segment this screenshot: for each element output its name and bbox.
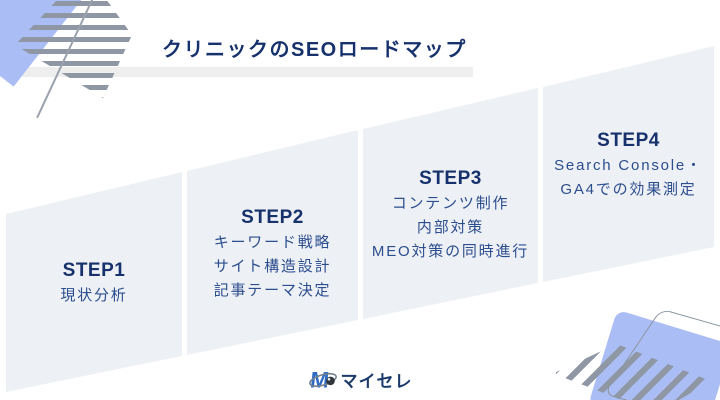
step-2-line-3: 記事テーマ決定 xyxy=(213,282,332,299)
step-3-line-1: コンテンツ制作 xyxy=(391,195,510,212)
brand-name: マイセレ xyxy=(340,371,413,391)
step-2-line-2: サイト構造設計 xyxy=(213,258,332,275)
step-3-line-3: MEO対策の同時進行 xyxy=(371,243,530,260)
step-2-label: STEP2 xyxy=(241,207,304,228)
brand-logo: M マイセレ xyxy=(0,364,720,394)
step-4-label: STEP4 xyxy=(597,130,660,151)
title-underline-bar xyxy=(0,67,473,77)
step-4: STEP4 Search Console・ GA4での効果測定 xyxy=(543,127,714,202)
step-3-label: STEP3 xyxy=(419,168,482,189)
step-1-line-1: 現状分析 xyxy=(60,287,128,304)
page-title: クリニックのSEOロードマップ xyxy=(162,39,467,61)
m-orbit-icon: M xyxy=(308,367,337,392)
step-2: STEP2 キーワード戦略 サイト構造設計 記事テーマ決定 xyxy=(187,204,358,303)
step-4-line-1: Search Console・ xyxy=(554,157,703,174)
step-4-line-2: GA4での効果測定 xyxy=(560,181,697,198)
step-1: STEP1 現状分析 xyxy=(6,257,182,308)
step-3-line-2: 内部対策 xyxy=(416,219,485,236)
step-3: STEP3 コンテンツ制作 内部対策 MEO対策の同時進行 xyxy=(363,165,538,264)
step-2-line-1: キーワード戦略 xyxy=(213,234,332,251)
step-1-label: STEP1 xyxy=(62,260,126,281)
